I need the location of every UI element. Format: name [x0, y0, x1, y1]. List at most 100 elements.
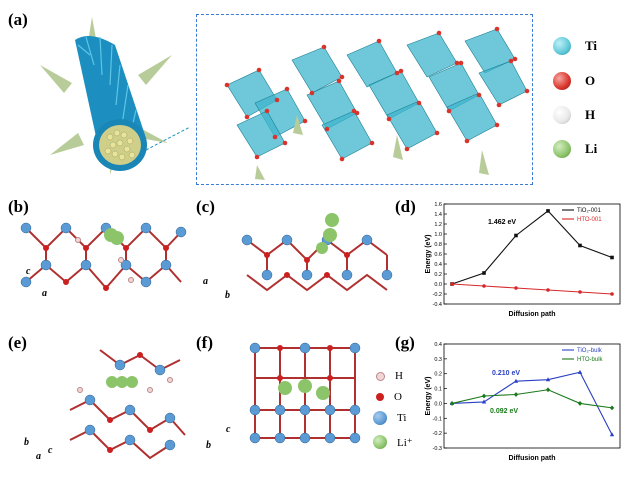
y-tick-label: 1.6 [434, 202, 442, 208]
y-tick-label: 0.2 [434, 372, 442, 378]
annotation: 1.462 eV [488, 219, 516, 226]
structure-b [20, 222, 187, 291]
y-tick-label: -0.2 [433, 431, 442, 437]
legend-label: Li [585, 141, 598, 156]
y-tick-label: 0.1 [434, 387, 442, 393]
y-tick-label: -0.4 [433, 302, 442, 308]
legend-label: Ti [397, 412, 407, 424]
data-point [545, 377, 551, 382]
data-point [481, 393, 487, 399]
axis-label-f-b: b [206, 440, 211, 451]
data-point [546, 288, 550, 292]
o-atom-icon [553, 72, 571, 90]
annotation: 0.092 eV [490, 408, 518, 415]
y-tick-label: 0.4 [434, 262, 442, 268]
data-point [578, 290, 582, 294]
data-point [577, 369, 583, 374]
y-tick-label: 1.2 [434, 222, 442, 228]
data-point [482, 284, 486, 288]
data-point [449, 401, 455, 406]
axis-label-b-a: a [42, 288, 47, 299]
legend-small-ti: Ti [373, 411, 406, 425]
legend-o: O [553, 72, 595, 90]
axis-label-b-c: c [26, 266, 31, 277]
nanotube-illustration [40, 17, 190, 175]
plot-frame [443, 343, 621, 449]
legend-label: Ti [585, 38, 598, 53]
legend-label: HTO-bulk [577, 357, 604, 363]
spike-icon [138, 55, 172, 85]
li-atom-icon [553, 140, 571, 158]
panel-label-e: (e) [8, 333, 27, 352]
data-point [610, 255, 614, 260]
y-tick-label: -0.2 [433, 292, 442, 298]
crystal-structure-box [196, 14, 533, 185]
series-line [451, 371, 613, 435]
y-tick-label: 1.4 [434, 212, 442, 218]
axis-label-f-c: c [226, 424, 231, 435]
panel-label-d: (d) [395, 197, 416, 216]
axis-label-c-b: b [225, 290, 230, 301]
x-axis-label: Diffusion path [508, 311, 555, 318]
data-point [513, 378, 519, 383]
legend-label: H [395, 370, 403, 382]
panel-label-c: (c) [196, 197, 215, 216]
data-point [578, 243, 582, 248]
series-line [451, 210, 613, 285]
li-atom-icon [373, 435, 387, 449]
legend-label: TiO₂-bulk [577, 348, 603, 354]
h-atom-icon [553, 106, 571, 124]
data-point [577, 401, 583, 406]
structure-f [249, 342, 361, 444]
axis-label-e-c: c [48, 445, 53, 456]
panel-label-a: (a) [8, 10, 28, 29]
o-atom-icon [376, 393, 384, 401]
y-tick-label: 0.0 [434, 282, 442, 288]
axis-label-c-a: a [203, 276, 208, 287]
series-line [451, 389, 613, 409]
legend-li: Li [553, 140, 597, 158]
y-tick-label: 1.0 [434, 232, 442, 238]
legend-label: Li⁺ [397, 436, 413, 449]
legend-label: O [585, 73, 596, 88]
data-point [514, 233, 518, 238]
axis-label-e-b: b [24, 437, 29, 448]
annotation: 0.210 eV [492, 370, 520, 377]
y-tick-label: 0.4 [434, 342, 442, 348]
data-point [450, 282, 454, 286]
y-tick-label: 0.3 [434, 357, 442, 363]
structure-c [241, 213, 393, 292]
data-point [482, 271, 486, 275]
axis-label-e-a: a [36, 451, 41, 462]
y-axis-label: Energy (eV) [425, 235, 432, 274]
legend-small-li: Li⁺ [373, 435, 413, 449]
data-point [546, 209, 550, 213]
y-tick-label: 0.6 [434, 252, 442, 258]
y-tick-label: -0.3 [433, 446, 442, 452]
x-axis-label: Diffusion path [508, 455, 555, 462]
y-tick-label: 0.2 [434, 272, 442, 278]
chart-d: -0.4 -0.2 0.0 0.2 0.4 0.6 0.8 1.0 1.2 1.4 1.6Energ… [425, 202, 621, 318]
legend-label: H [585, 107, 596, 122]
legend-label: TiO₂-001 [577, 208, 601, 214]
legend-label: O [394, 391, 402, 403]
data-point [610, 292, 614, 296]
panel-label-f: (f) [196, 333, 213, 352]
legend-small-h: H [376, 370, 403, 382]
legend-ti: Ti [553, 37, 597, 55]
legend-label: HTO-001 [577, 217, 602, 223]
series-line [451, 283, 613, 295]
spike-icon [50, 133, 84, 155]
panel-label-b: (b) [8, 197, 29, 216]
y-tick-label: -0.1 [433, 416, 442, 422]
data-point [514, 286, 518, 290]
data-point [481, 399, 487, 404]
legend-small-o: O [376, 391, 402, 403]
data-point [609, 405, 615, 411]
data-point [545, 387, 551, 393]
structure-e [69, 349, 186, 460]
ti-atom-icon [553, 37, 571, 55]
panel-label-g: (g) [395, 333, 415, 352]
y-tick-label: 0.8 [434, 242, 442, 248]
